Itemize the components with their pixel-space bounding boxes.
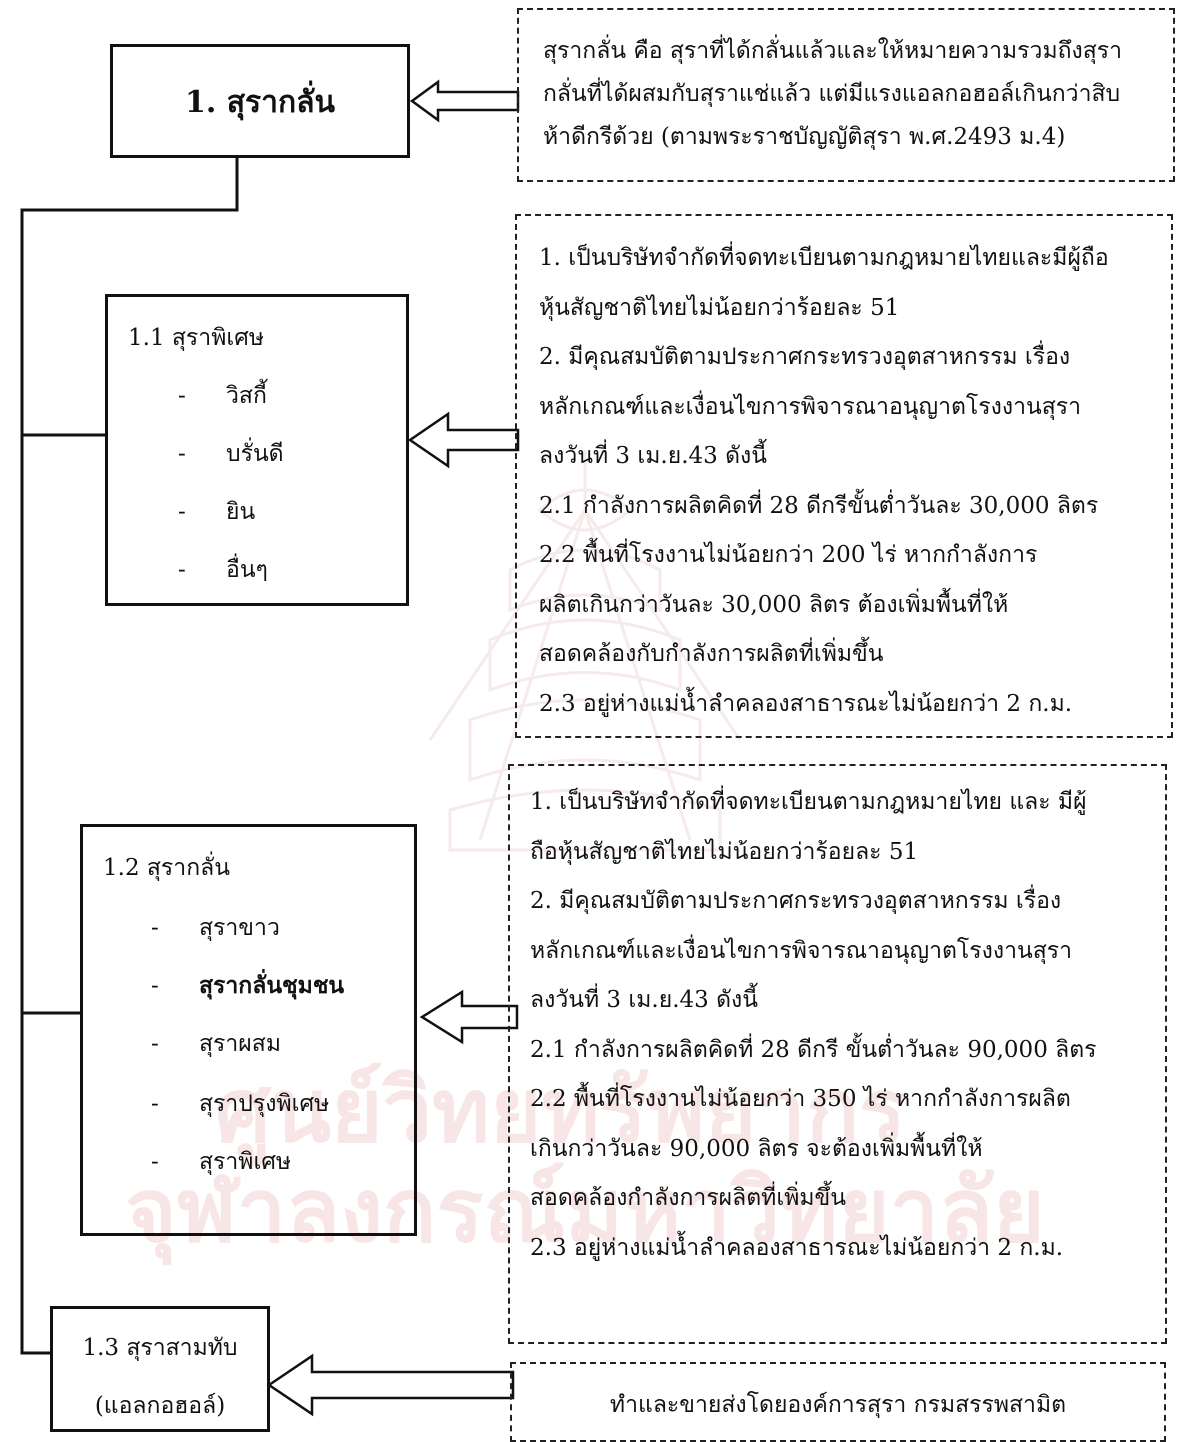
category-1-3-title: 1.3 สุราสามทับ [82, 1335, 238, 1361]
arrow-1-2-icon [419, 989, 519, 1045]
category-1-1-title: 1.1 สุราพิเศษ [128, 325, 264, 351]
watermark-line-2: จุฬาลงกรณ์มหาวิทยาลัย [125, 1159, 1045, 1262]
list-dash-icon: - [178, 557, 186, 583]
definition-note-line: ห้าดีกรีด้วย (ตามพระราชบัญญัติสุรา พ.ศ.2… [543, 124, 1066, 150]
category-1-2-item: สุราขาว [199, 915, 280, 941]
requirement-line: 2.1 กำลังการผลิตคิดที่ 28 ดีกรี ขั้นต่ำว… [530, 1036, 1097, 1063]
requirement-line: สอดคล้องกำลังการผลิตที่เพิ่มขึ้น [530, 1185, 846, 1211]
requirement-line: ถือหุ้นสัญชาติไทยไม่น้อยกว่าร้อยละ 51 [530, 838, 919, 865]
university-seal-watermark [428, 450, 742, 852]
requirement-line: ลงวันที่ 3 เม.ย.43 ดังนี้ [530, 987, 758, 1013]
category-1-2-item: สุราปรุงพิเศษ [199, 1091, 330, 1117]
requirements-1-2-box: 1. เป็นบริษัทจำกัดที่จดทะเบียนตามกฎหมายไ… [508, 764, 1167, 1344]
requirement-line: หุ้นสัญชาติไทยไม่น้อยกว่าร้อยละ 51 [539, 294, 900, 321]
requirement-line: 2. มีคุณสมบัติตามประกาศกระทรวงอุตสาหกรรม… [530, 888, 1062, 914]
arrow-1-3-icon [266, 1353, 515, 1417]
list-dash-icon: - [151, 973, 159, 999]
list-dash-icon: - [178, 499, 186, 525]
requirements-1-1-box: 1. เป็นบริษัทจำกัดที่จดทะเบียนตามกฎหมายไ… [515, 214, 1173, 738]
category-1-2-item-highlight: สุรากลั่นชุมชน [199, 972, 345, 999]
category-1-2-item: สุราผสม [199, 1031, 281, 1057]
requirement-line: 1. เป็นบริษัทจำกัดที่จดทะเบียนตามกฎหมายไ… [539, 245, 1109, 271]
category-1-1-item: วิสกี้ [226, 383, 267, 409]
main-category-box: 1. สุรากลั่น [110, 44, 410, 158]
list-dash-icon: - [151, 1149, 159, 1175]
definition-note-line: กลั่นที่ได้ผสมกับสุราแช่แล้ว แต่มีแรงแอล… [543, 81, 1121, 107]
requirement-line: 2. มีคุณสมบัติตามประกาศกระทรวงอุตสาหกรรม… [539, 344, 1071, 370]
category-1-1-item: ยิน [226, 499, 256, 525]
category-1-1-box: 1.1 สุราพิเศษ - วิสกี้ - บรั่นดี - ยิน -… [105, 294, 409, 606]
requirement-line: ลงวันที่ 3 เม.ย.43 ดังนี้ [539, 443, 767, 469]
category-1-3-subtitle: (แอลกอฮอล์) [94, 1393, 226, 1419]
requirements-1-2-text: 1. เป็นบริษัทจำกัดที่จดทะเบียนตามกฎหมายไ… [530, 778, 1097, 1273]
requirement-line: 2.3 อยู่ห่างแม่น้ำลำคลองสาธารณะไม่น้อยกว… [530, 1234, 1064, 1261]
distribution-note-text: ทำและขายส่งโดยองค์การสุรา กรมสรรพสามิต [609, 1392, 1067, 1418]
definition-note-text: สุรากลั่น คือ สุราที่ได้กลั่นแล้วและให้ห… [543, 30, 1122, 159]
arrow-1-1-icon [407, 411, 520, 469]
requirement-line: 1. เป็นบริษัทจำกัดที่จดทะเบียนตามกฎหมายไ… [530, 789, 1087, 815]
category-1-1-item: บรั่นดี [226, 441, 284, 467]
category-1-2-box: 1.2 สุรากลั่น - สุราขาว - สุรากลั่นชุมชน… [80, 824, 417, 1236]
list-dash-icon: - [151, 1091, 159, 1117]
list-dash-icon: - [178, 441, 186, 467]
arrow-definition-icon [409, 79, 520, 123]
list-dash-icon: - [178, 383, 186, 409]
category-1-1-item: อื่นๆ [226, 557, 268, 583]
list-dash-icon: - [151, 915, 159, 941]
requirement-line: ผลิตเกินกว่าวันละ 30,000 ลิตร ต้องเพิ่มพ… [539, 591, 1009, 618]
list-dash-icon: - [151, 1031, 159, 1057]
category-1-3-box: 1.3 สุราสามทับ (แอลกอฮอล์) [50, 1306, 270, 1432]
requirement-line: หลักเกณฑ์และเงื่อนไขการพิจารณาอนุญาตโรงง… [530, 937, 1073, 964]
distribution-note-box: ทำและขายส่งโดยองค์การสุรา กรมสรรพสามิต [510, 1362, 1166, 1442]
main-category-title: 1. สุรากลั่น [184, 85, 336, 120]
trunk-connector [20, 158, 239, 1355]
category-1-2-item: สุราพิเศษ [199, 1149, 292, 1175]
requirements-1-1-text: 1. เป็นบริษัทจำกัดที่จดทะเบียนตามกฎหมายไ… [539, 234, 1109, 729]
watermark-line-1: ศูนย์วิทยทรัพยากร [215, 1059, 907, 1162]
requirement-line: 2.2 พื้นที่โรงงานไม่น้อยกว่า 200 ไร่ หาก… [539, 542, 1038, 568]
requirement-line: 2.1 กำลังการผลิตคิดที่ 28 ดีกรีขั้นต่ำวั… [539, 492, 1099, 519]
requirement-line: เกินกว่าวันละ 90,000 ลิตร จะต้องเพิ่มพื้… [530, 1135, 983, 1162]
definition-note-box: สุรากลั่น คือ สุราที่ได้กลั่นแล้วและให้ห… [517, 8, 1175, 182]
category-1-2-title: 1.2 สุรากลั่น [103, 855, 230, 881]
requirement-line: สอดคล้องกับกำลังการผลิตที่เพิ่มขึ้น [539, 641, 884, 667]
definition-note-line: สุรากลั่น คือ สุราที่ได้กลั่นแล้วและให้ห… [543, 38, 1123, 64]
requirement-line: หลักเกณฑ์และเงื่อนไขการพิจารณาอนุญาตโรงง… [539, 393, 1082, 420]
requirement-line: 2.2 พื้นที่โรงงานไม่น้อยกว่า 350 ไร่ หาก… [530, 1086, 1071, 1112]
requirement-line: 2.3 อยู่ห่างแม่น้ำลำคลองสาธารณะไม่น้อยกว… [539, 690, 1073, 717]
